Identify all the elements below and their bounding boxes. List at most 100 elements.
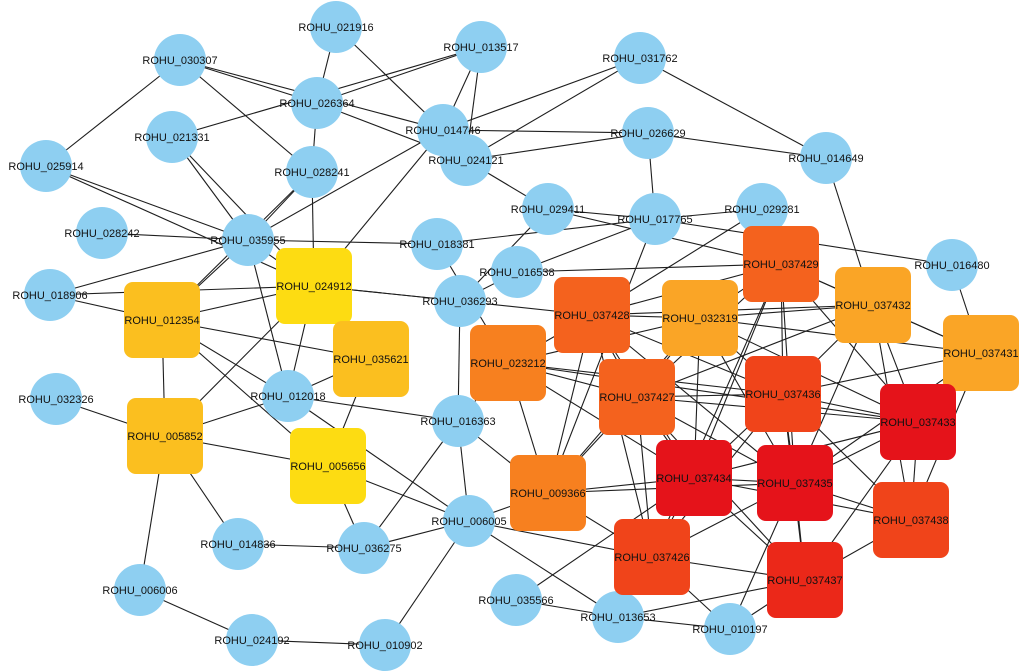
node-label: ROHU_028241 [274,167,349,179]
circle-node-shape [76,207,128,259]
node-ROHU_037433[interactable]: ROHU_037433 [880,384,956,460]
edge-ROHU_025914-ROHU_024912 [45,165,315,287]
circle-node-shape [338,522,390,574]
node-ROHU_037435[interactable]: ROHU_037435 [757,445,833,521]
square-node-shape [743,226,819,302]
circle-node-shape [30,373,82,425]
node-label: ROHU_037428 [554,310,629,322]
circle-node-shape [455,21,507,73]
node-ROHU_021331[interactable]: ROHU_021331 [134,111,210,163]
node-ROHU_029411[interactable]: ROHU_029411 [511,183,585,235]
node-label: ROHU_010197 [692,624,767,636]
node-ROHU_036293[interactable]: ROHU_036293 [422,275,498,327]
node-label: ROHU_032319 [662,313,737,325]
node-ROHU_037431[interactable]: ROHU_037431 [943,315,1019,391]
node-label: ROHU_035955 [210,235,285,247]
node-ROHU_009366[interactable]: ROHU_009366 [510,455,586,531]
node-ROHU_018381[interactable]: ROHU_018381 [399,218,475,270]
node-label: ROHU_032326 [18,394,93,406]
node-ROHU_024912[interactable]: ROHU_024912 [276,248,352,324]
node-ROHU_012354[interactable]: ROHU_012354 [124,282,200,358]
node-ROHU_028241[interactable]: ROHU_028241 [274,146,350,198]
circle-node-shape [491,246,543,298]
node-ROHU_010197[interactable]: ROHU_010197 [692,603,768,655]
node-ROHU_037427[interactable]: ROHU_037427 [599,359,675,435]
circle-node-shape [20,140,72,192]
edge-ROHU_035955-ROHU_012018 [247,239,289,397]
node-ROHU_035621[interactable]: ROHU_035621 [333,321,409,397]
edge-ROHU_014746-ROHU_035955 [247,129,444,241]
square-node-shape [656,440,732,516]
node-ROHU_029281[interactable]: ROHU_029281 [724,183,800,235]
node-ROHU_028242[interactable]: ROHU_028242 [64,207,140,259]
square-node-shape [554,277,630,353]
node-ROHU_024192[interactable]: ROHU_024192 [214,614,290,666]
node-ROHU_014649[interactable]: ROHU_014649 [788,132,864,184]
node-ROHU_026629[interactable]: ROHU_026629 [610,107,686,159]
node-ROHU_006006[interactable]: ROHU_006006 [102,564,178,616]
node-ROHU_012018[interactable]: ROHU_012018 [250,370,326,422]
node-ROHU_016538[interactable]: ROHU_016538 [479,246,555,298]
node-label: ROHU_037433 [880,417,955,429]
circle-node-shape [440,134,492,186]
circle-node-shape [212,518,264,570]
node-label: ROHU_016480 [914,260,989,272]
node-ROHU_035566[interactable]: ROHU_035566 [478,574,554,626]
node-ROHU_005852[interactable]: ROHU_005852 [127,398,203,474]
node-ROHU_023212[interactable]: ROHU_023212 [470,325,546,401]
node-ROHU_010902[interactable]: ROHU_010902 [347,619,423,671]
node-ROHU_037434[interactable]: ROHU_037434 [656,440,732,516]
node-ROHU_037426[interactable]: ROHU_037426 [614,519,690,595]
circle-node-shape [146,111,198,163]
node-ROHU_016480[interactable]: ROHU_016480 [914,239,990,291]
node-ROHU_037428[interactable]: ROHU_037428 [554,277,630,353]
node-ROHU_026364[interactable]: ROHU_026364 [279,77,355,129]
node-label: ROHU_024121 [428,155,503,167]
node-ROHU_030307[interactable]: ROHU_030307 [142,34,218,86]
node-label: ROHU_028242 [64,228,139,240]
node-ROHU_017765[interactable]: ROHU_017765 [617,193,693,245]
circle-node-shape [614,32,666,84]
node-label: ROHU_017765 [617,214,692,226]
node-ROHU_021916[interactable]: ROHU_021916 [298,1,374,53]
node-label: ROHU_016363 [420,416,495,428]
node-ROHU_018906[interactable]: ROHU_018906 [12,269,88,321]
node-label: ROHU_023212 [470,358,545,370]
node-ROHU_035955[interactable]: ROHU_035955 [210,214,286,266]
node-label: ROHU_025914 [8,161,83,173]
node-ROHU_013517[interactable]: ROHU_013517 [443,21,519,73]
node-ROHU_013653[interactable]: ROHU_013653 [580,591,656,643]
node-ROHU_037437[interactable]: ROHU_037437 [767,542,843,618]
node-label: ROHU_036275 [326,543,401,555]
node-ROHU_005656[interactable]: ROHU_005656 [290,428,366,504]
node-label: ROHU_018906 [12,290,87,302]
node-ROHU_032326[interactable]: ROHU_032326 [18,373,94,425]
square-node-shape [599,359,675,435]
node-label: ROHU_012018 [250,391,325,403]
node-ROHU_024121[interactable]: ROHU_024121 [428,134,504,186]
node-ROHU_006005[interactable]: ROHU_006005 [431,495,507,547]
node-label: ROHU_010902 [347,640,422,652]
edge-ROHU_017765-ROHU_009366 [547,218,656,494]
node-ROHU_016363[interactable]: ROHU_016363 [420,395,496,447]
circle-node-shape [154,34,206,86]
circle-node-shape [24,269,76,321]
node-ROHU_037438[interactable]: ROHU_037438 [873,482,949,558]
circle-node-shape [291,77,343,129]
edge-ROHU_026629-ROHU_014649 [647,132,827,159]
node-ROHU_036275[interactable]: ROHU_036275 [326,522,402,574]
circle-node-shape [222,214,274,266]
square-node-shape [745,356,821,432]
node-label: ROHU_014836 [200,539,275,551]
node-label: ROHU_021916 [298,22,373,34]
node-ROHU_014836[interactable]: ROHU_014836 [200,518,276,570]
node-label: ROHU_014649 [788,153,863,165]
node-ROHU_032319[interactable]: ROHU_032319 [662,280,738,356]
node-ROHU_037429[interactable]: ROHU_037429 [743,226,819,302]
node-ROHU_037432[interactable]: ROHU_037432 [835,267,911,343]
node-ROHU_037436[interactable]: ROHU_037436 [745,356,821,432]
node-label: ROHU_037426 [614,552,689,564]
node-ROHU_031762[interactable]: ROHU_031762 [602,32,678,84]
node-ROHU_025914[interactable]: ROHU_025914 [8,140,84,192]
